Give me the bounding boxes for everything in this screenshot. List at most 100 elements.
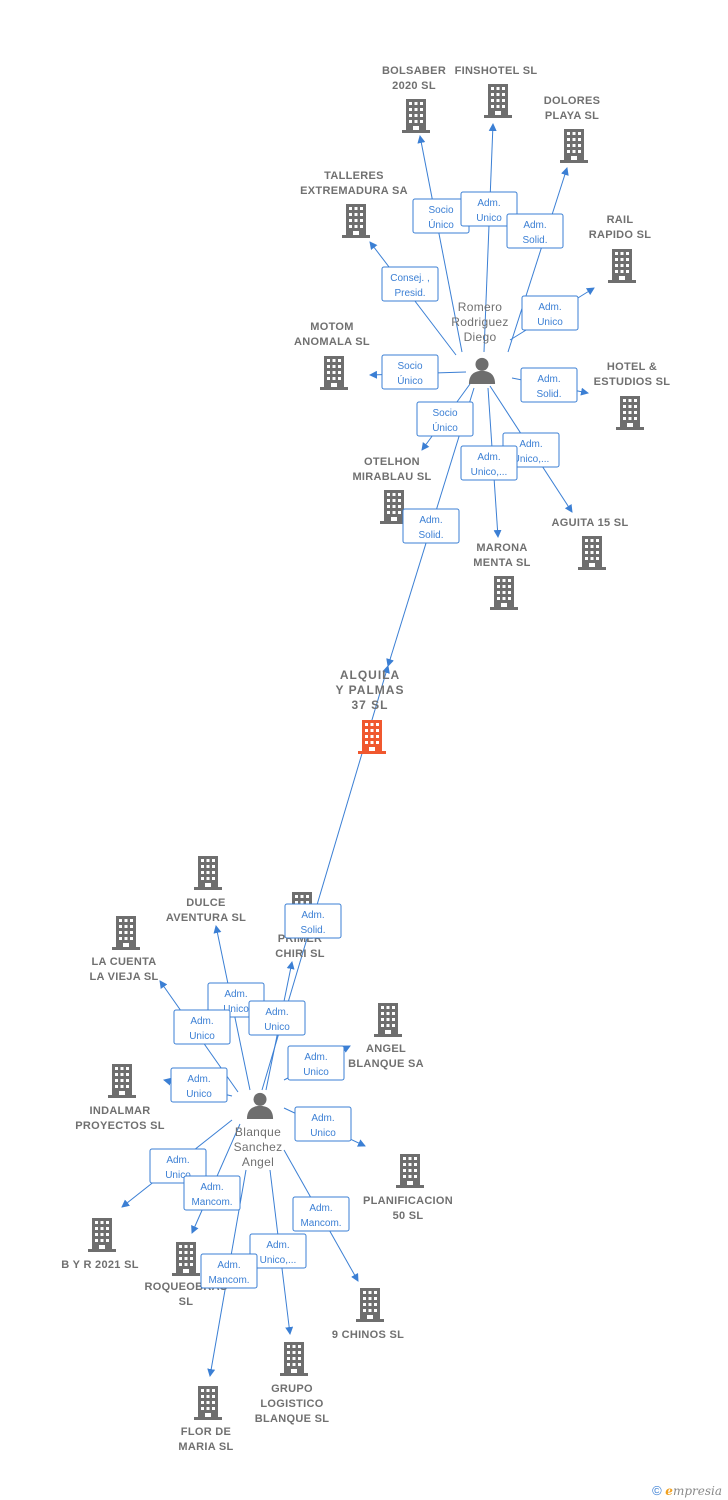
role-tag[interactable]: Adm.Solid. [402, 508, 460, 544]
company-label-cuenta-line: LA CUENTA [91, 956, 156, 968]
company-label-indalmar-line: INDALMAR [89, 1105, 150, 1117]
role-line: Adm. [224, 989, 247, 1000]
role-tag[interactable]: Adm.Unico,... [460, 445, 518, 481]
company-node-finshotel[interactable]: FINSHOTEL SL [455, 65, 538, 118]
role-tag-box [381, 354, 439, 390]
building-icon [342, 204, 370, 238]
building-icon [356, 1288, 384, 1322]
company-label-bolsaber-line: 2020 SL [392, 80, 436, 92]
company-node-hotel[interactable]: HOTEL &ESTUDIOS SL [594, 361, 671, 430]
company-label-angelsa-line: BLANQUE SA [348, 1058, 424, 1070]
role-tag[interactable]: Adm.Solid. [284, 903, 342, 939]
building-icon [88, 1218, 116, 1252]
role-tag-text: Adm.Unico [165, 1155, 191, 1181]
role-line: Adm. [166, 1155, 189, 1166]
role-tag[interactable]: Adm.Unico [294, 1106, 352, 1142]
role-tag[interactable]: Adm.Unico [248, 1000, 306, 1036]
role-tag[interactable]: Adm.Mancom. [292, 1196, 350, 1232]
company-label-main-line: ALQUILA [340, 668, 400, 682]
role-tag-text: Adm.Unico [476, 198, 502, 224]
role-tag[interactable]: Adm.Unico [149, 1148, 207, 1184]
role-line: Unico,... [471, 467, 508, 478]
role-tag-text: Adm.Mancom. [208, 1260, 249, 1286]
role-line: Presid. [394, 288, 425, 299]
role-tag-text: Adm.Unico [186, 1074, 212, 1100]
role-tag[interactable]: Adm.Mancom. [200, 1253, 258, 1289]
role-tag-box [248, 1000, 306, 1036]
company-label-planif-line: PLANIFICACION [363, 1195, 453, 1207]
company-label-marona-line: MENTA SL [473, 557, 530, 569]
company-label-dulce-line: AVENTURA SL [166, 912, 246, 924]
role-tag-text: Adm.Solid. [418, 515, 443, 541]
company-node-aguita[interactable]: AGUITA 15 SL [552, 517, 629, 570]
company-label-motom-line: ANOMALA SL [294, 336, 370, 348]
role-tag[interactable]: Adm.Unico [521, 295, 579, 331]
company-label-motom-line: MOTOM [310, 321, 353, 333]
role-tag[interactable]: Adm.Unico [173, 1009, 231, 1045]
person-label-blanque-line: Angel [242, 1155, 274, 1169]
building-icon [560, 129, 588, 163]
role-tag-text: Adm.Unico [264, 1007, 290, 1033]
role-tag-box [506, 213, 564, 249]
role-line: Adm. [523, 220, 546, 231]
role-tag[interactable]: Adm. Solid. [506, 213, 564, 249]
person-label-blanque-line: Sanchez [234, 1140, 283, 1154]
role-line: Unico [264, 1022, 290, 1033]
company-label-rail-line: RAIL [607, 214, 634, 226]
role-line: Socio [428, 205, 453, 216]
role-line: Único [428, 218, 454, 231]
role-tag[interactable]: Adm.Unico [287, 1045, 345, 1081]
role-tag-text: Adm.Mancom. [191, 1182, 232, 1208]
role-tag[interactable]: Adm.Unico [170, 1067, 228, 1103]
role-tag-text: Adm.Unico [537, 302, 563, 328]
building-icon [172, 1242, 200, 1276]
role-tag-text: Adm.Unico [303, 1052, 329, 1078]
role-tag[interactable]: Adm.Mancom. [183, 1175, 241, 1211]
role-tag-box [183, 1175, 241, 1211]
role-tag-box [294, 1106, 352, 1142]
role-tag[interactable]: Adm.Unico [460, 191, 518, 227]
role-line: Adm. [190, 1016, 213, 1027]
company-label-chinos-line: 9 CHINOS SL [332, 1329, 404, 1341]
role-tag-box [521, 295, 579, 331]
role-tag[interactable]: Adm.Solid. [520, 367, 578, 403]
role-tag[interactable]: Adm.Unico,... [249, 1233, 307, 1269]
role-tag[interactable]: Consej. ,Presid. [381, 266, 439, 302]
company-node-byr[interactable]: B Y R 2021 SL [61, 1218, 138, 1271]
role-line: Adm. [301, 910, 324, 921]
company-node-motom[interactable]: MOTOM ANOMALA SL [294, 321, 370, 390]
role-line: Solid. [522, 235, 547, 246]
building-icon [608, 249, 636, 283]
role-tag-box [292, 1196, 350, 1232]
building-icon [578, 536, 606, 570]
company-node-chinos[interactable]: 9 CHINOS SL [332, 1288, 404, 1341]
company-label-motom: MOTOM ANOMALA SL [294, 321, 370, 348]
company-label-grupo-line: BLANQUE SL [255, 1413, 330, 1425]
role-tag-box [249, 1233, 307, 1269]
role-line: Mancom. [208, 1275, 249, 1286]
